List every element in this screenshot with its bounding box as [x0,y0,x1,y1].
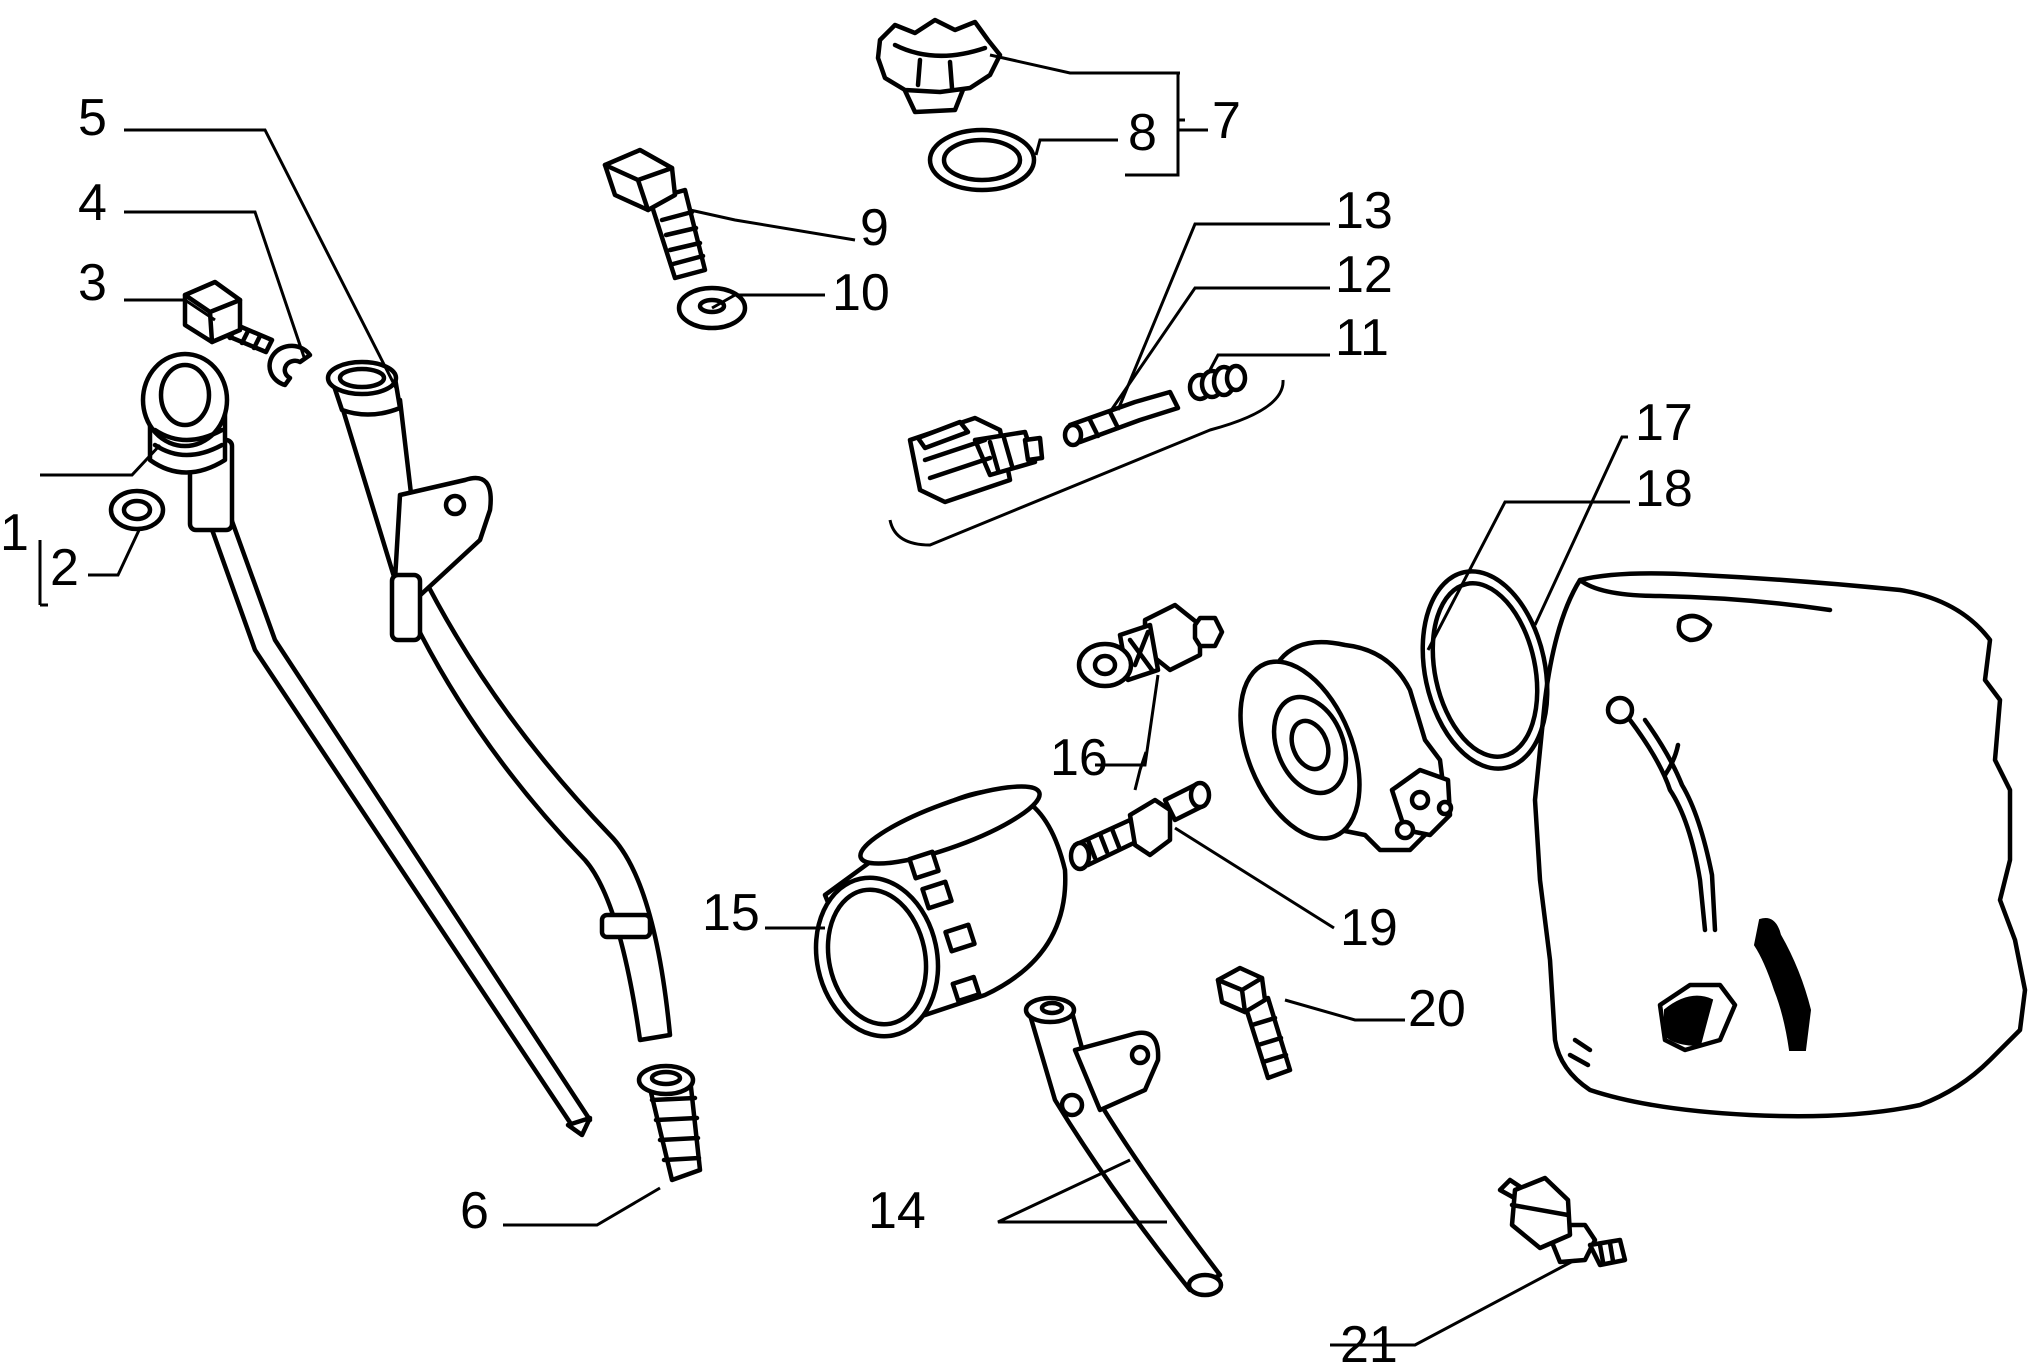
part-14-oil-pipe[interactable] [1023,995,1224,1298]
label-16[interactable]: 16 [1050,729,1108,787]
label-2[interactable]: 2 [50,539,79,597]
part-13-connector[interactable] [907,415,1045,505]
part-20-bolt[interactable] [1215,965,1293,1081]
label-9[interactable]: 9 [860,199,889,257]
part-labels: 1 2 3 4 5 6 7 8 9 10 11 12 13 14 15 16 1… [0,89,1693,1362]
label-7[interactable]: 7 [1212,92,1241,150]
part-5-guide-tube[interactable] [325,359,673,1043]
part-7-filler-cap[interactable] [875,17,1003,115]
part-15-oil-filter[interactable] [802,772,1068,1048]
label-21[interactable]: 21 [1340,1316,1398,1362]
part-18-o-ring[interactable] [1406,560,1565,781]
label-14[interactable]: 14 [868,1182,926,1240]
part-17-filter-adapter[interactable] [1217,639,1454,856]
label-17[interactable]: 17 [1635,394,1693,452]
part-1-dipstick[interactable] [140,351,593,1138]
part-16-pressure-sender[interactable] [1076,602,1225,689]
label-4[interactable]: 4 [78,174,107,232]
label-19[interactable]: 19 [1340,899,1398,957]
leader-lines [38,53,1630,1347]
part-6-rubber-bush[interactable] [636,1063,703,1183]
label-13[interactable]: 13 [1335,182,1393,240]
label-10[interactable]: 10 [832,264,890,322]
part-19-nipple[interactable] [1068,780,1212,872]
label-15[interactable]: 15 [702,884,760,942]
part-4-spring-washer[interactable] [267,343,313,388]
label-11[interactable]: 11 [1335,309,1389,367]
label-8[interactable]: 8 [1128,104,1157,162]
label-20[interactable]: 20 [1408,980,1466,1038]
part-12-terminal[interactable] [1062,389,1181,448]
label-6[interactable]: 6 [460,1182,489,1240]
part-21-pressure-switch[interactable] [1497,1175,1628,1268]
part-2-washer[interactable] [108,488,166,532]
group-bracket-11-13 [888,379,1285,547]
part-11-spring[interactable] [1187,363,1248,402]
part-9-bolt[interactable] [602,147,708,281]
part-3-bolt[interactable] [182,279,275,355]
engine-block [1532,571,2028,1119]
label-3[interactable]: 3 [78,254,107,312]
label-1[interactable]: 1 [0,504,29,562]
label-18[interactable]: 18 [1635,460,1693,518]
label-12[interactable]: 12 [1335,246,1393,304]
label-5[interactable]: 5 [78,89,107,147]
part-8-cap-seal[interactable] [927,127,1037,193]
